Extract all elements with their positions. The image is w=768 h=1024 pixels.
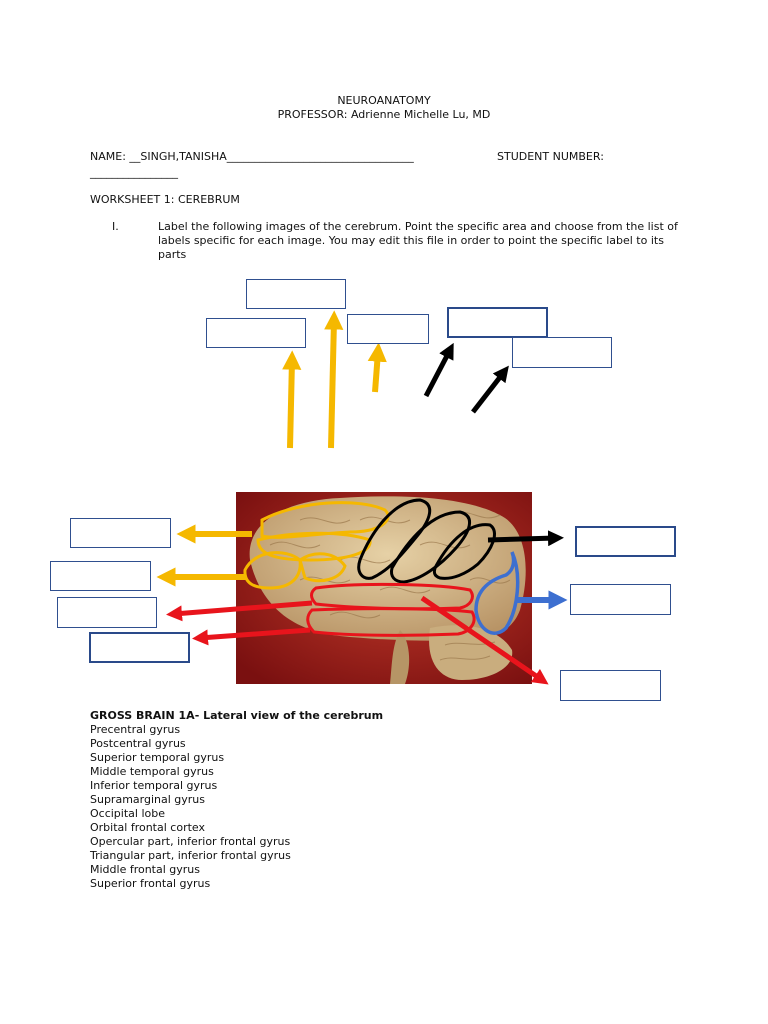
label-box-top-right-1[interactable] — [447, 307, 548, 338]
label-box-top-left[interactable] — [206, 318, 306, 348]
yellow-arrow-up-1 — [290, 360, 292, 448]
list-item: Opercular part, inferior frontal gyrus — [90, 835, 291, 849]
list-item: Superior frontal gyrus — [90, 877, 291, 891]
label-box-left-2[interactable] — [50, 561, 151, 591]
black-arrow-up-2 — [473, 372, 504, 412]
label-box-right-3[interactable] — [560, 670, 661, 701]
list-item: Inferior temporal gyrus — [90, 779, 291, 793]
label-box-right-2[interactable] — [570, 584, 671, 615]
yellow-arrow-up-2 — [331, 320, 334, 448]
black-arrow-right — [488, 538, 556, 540]
list-item: Middle frontal gyrus — [90, 863, 291, 877]
list-item: Middle temporal gyrus — [90, 765, 291, 779]
yellow-arrow-up-3 — [375, 352, 378, 392]
list-item: Orbital frontal cortex — [90, 821, 291, 835]
label-box-left-3[interactable] — [57, 597, 157, 628]
list-item: Occipital lobe — [90, 807, 291, 821]
label-list: Precentral gyrus Postcentral gyrus Super… — [90, 723, 291, 891]
label-box-top-center[interactable] — [246, 279, 346, 309]
label-box-right-1[interactable] — [575, 526, 676, 557]
black-arrow-up-1 — [426, 350, 450, 396]
label-box-left-1[interactable] — [70, 518, 171, 548]
label-box-top-mid[interactable] — [347, 314, 429, 344]
figure-caption: GROSS BRAIN 1A- Lateral view of the cere… — [90, 709, 383, 722]
list-item: Supramarginal gyrus — [90, 793, 291, 807]
list-item: Precentral gyrus — [90, 723, 291, 737]
list-item: Postcentral gyrus — [90, 737, 291, 751]
label-box-left-4[interactable] — [89, 632, 190, 663]
list-item: Triangular part, inferior frontal gyrus — [90, 849, 291, 863]
label-box-top-right-2[interactable] — [512, 337, 612, 368]
list-item: Superior temporal gyrus — [90, 751, 291, 765]
